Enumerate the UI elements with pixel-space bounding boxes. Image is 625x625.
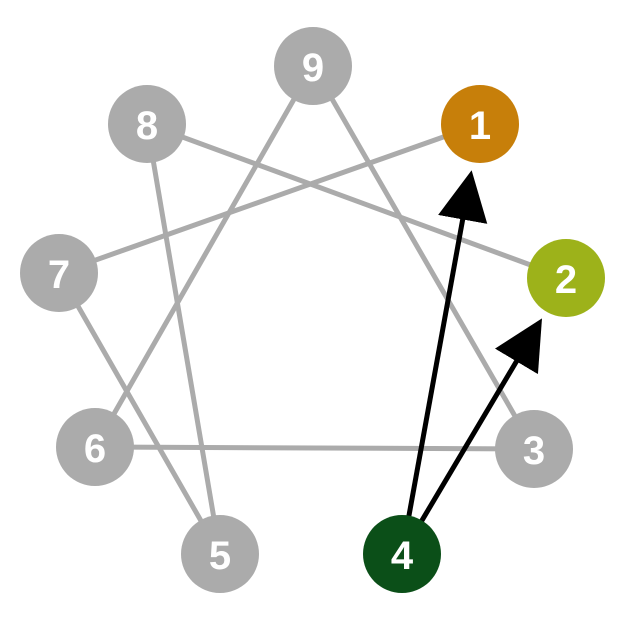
node-circle-4 xyxy=(363,515,441,593)
node-2: 2 xyxy=(527,239,605,317)
node-9: 9 xyxy=(274,27,352,105)
connection-line-5-8 xyxy=(144,121,223,557)
node-3: 3 xyxy=(495,410,573,488)
connection-line-7-5 xyxy=(56,270,223,557)
node-label-3: 3 xyxy=(523,429,545,473)
node-4: 4 xyxy=(363,515,441,593)
node-circle-7 xyxy=(20,234,98,312)
node-circle-9 xyxy=(274,27,352,105)
node-6: 6 xyxy=(56,408,134,486)
nodes: 1 2 3 4 5 6 7 8 9 xyxy=(20,27,605,593)
node-5: 5 xyxy=(181,515,259,593)
node-label-5: 5 xyxy=(209,534,231,578)
node-label-7: 7 xyxy=(48,253,70,297)
connection-lines xyxy=(56,63,569,557)
node-label-8: 8 xyxy=(136,104,158,148)
node-label-4: 4 xyxy=(391,534,414,578)
node-label-6: 6 xyxy=(84,427,106,471)
node-circle-1 xyxy=(441,85,519,163)
node-1: 1 xyxy=(441,85,519,163)
node-circle-3 xyxy=(495,410,573,488)
connection-line-8-2 xyxy=(144,121,569,281)
node-8: 8 xyxy=(108,85,186,163)
connection-line-1-7 xyxy=(56,121,483,276)
arrow-4-to-2 xyxy=(417,318,542,526)
node-circle-6 xyxy=(56,408,134,486)
node-circle-2 xyxy=(527,239,605,317)
direction-arrows xyxy=(405,170,542,526)
node-label-1: 1 xyxy=(469,104,491,148)
node-label-9: 9 xyxy=(302,46,324,90)
connection-line-9-6 xyxy=(92,63,316,450)
node-circle-5 xyxy=(181,515,259,593)
connection-line-6-3 xyxy=(92,444,537,452)
node-7: 7 xyxy=(20,234,98,312)
node-label-2: 2 xyxy=(555,258,577,302)
connection-line-3-9 xyxy=(310,63,537,452)
node-circle-8 xyxy=(108,85,186,163)
arrow-4-to-1 xyxy=(405,170,488,521)
